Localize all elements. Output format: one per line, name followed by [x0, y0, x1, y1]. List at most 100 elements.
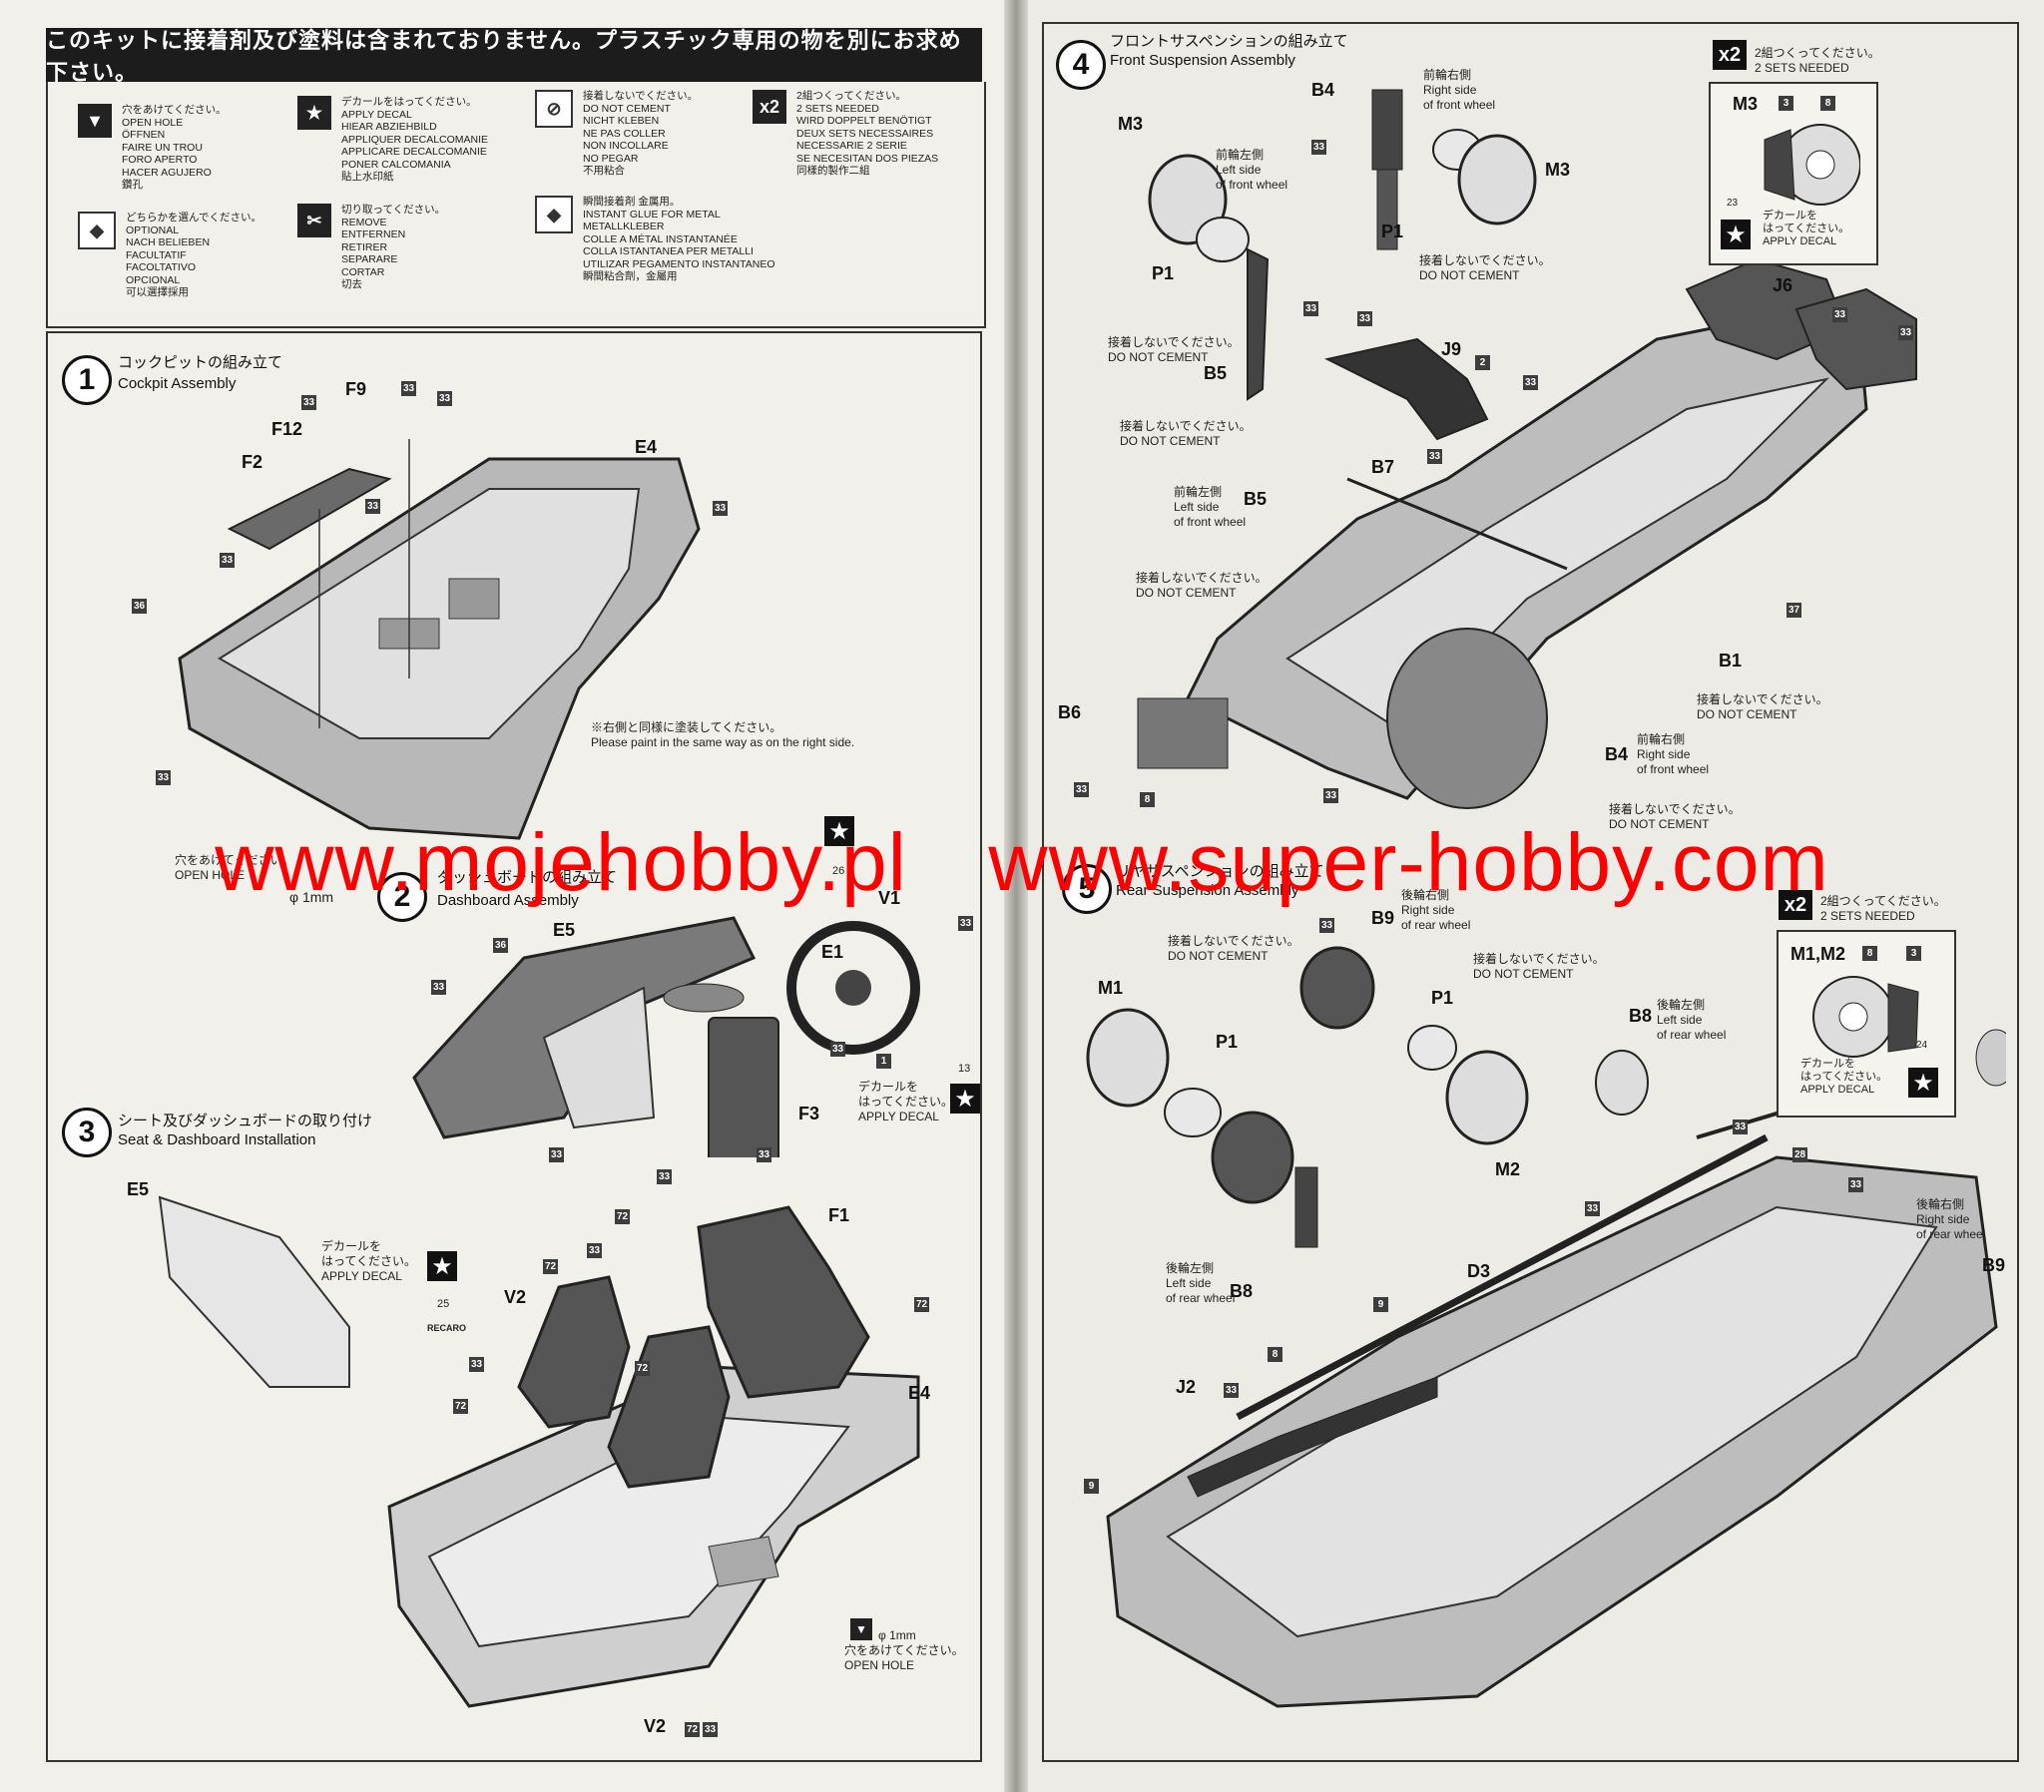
step-1-title-en: Cockpit Assembly	[118, 375, 237, 392]
part-b4-label: B4	[1605, 744, 1629, 764]
color-33-callout: 33	[1848, 1177, 1863, 1192]
color-33-callout: 33	[431, 980, 446, 995]
inset-apply-decal-note: デカールをはってください。APPLY DECAL	[1763, 210, 1850, 247]
color-9-callout: 9	[1373, 1297, 1388, 1312]
open-hole-note: 穴をあけてください。OPEN HOLE	[175, 853, 294, 882]
color-33-callout: 33	[1311, 140, 1326, 155]
brake-disc-drawing	[1764, 124, 1860, 206]
color-33-callout: 33	[301, 395, 316, 410]
part-b6-label: B6	[1058, 702, 1082, 722]
color-72-callout: 72	[453, 1399, 468, 1414]
dashboard-drawing	[412, 916, 920, 1157]
watermark-right: www.super-hobby.com	[988, 817, 1829, 908]
part-d3-label: D3	[1467, 1261, 1491, 1281]
color-33-callout: 33	[1303, 301, 1318, 316]
color-8-callout: 8	[1268, 1347, 1282, 1362]
part-v2-label: V2	[504, 1287, 527, 1307]
color-33-callout: 33	[156, 770, 171, 785]
color-37-callout: 37	[1787, 603, 1801, 618]
part-j2-label: J2	[1176, 1377, 1197, 1397]
step-1-title-jp: コックピットの組み立て	[118, 354, 283, 371]
cockpit-tub-drawing	[178, 439, 701, 840]
front-suspension-drawing	[1137, 89, 1917, 809]
decal-26-callout: 26	[832, 865, 845, 877]
step-4-number: 4	[1056, 40, 1106, 90]
decal-13-callout: 13	[958, 1063, 971, 1075]
optional-icon: ◆	[78, 212, 116, 249]
part-b9-label: B9	[1371, 908, 1395, 928]
part-f9-label: F9	[345, 379, 367, 399]
do-not-cement-note: 接着しないでください。DO NOT CEMENT	[1697, 692, 1828, 721]
drill-icon: ▼	[78, 104, 112, 138]
step-3-title-jp: シート及びダッシュボードの取り付け	[118, 1113, 373, 1129]
do-not-cement-note: 接着しないでください。DO NOT CEMENT	[1168, 934, 1299, 963]
color-3-callout: 3	[1779, 96, 1793, 111]
steps-frame-right	[1042, 22, 2019, 1762]
do-not-cement-note: 接着しないでください。DO NOT CEMENT	[1419, 253, 1551, 282]
cut-icon: ✂	[297, 204, 331, 237]
two-sets-note: 2組つくってください。2 SETS NEEDED	[1820, 894, 1946, 923]
steps-frame-left	[46, 331, 982, 1762]
inset-apply-decal-note: デカールをはってください。APPLY DECAL	[1800, 1058, 1888, 1096]
color-72-callout: 72	[543, 1259, 558, 1274]
decal-24-callout: 24	[1916, 1040, 1928, 1051]
warning-banner: このキットに接着剤及び塗料は含まれておりません。プラスチック専用の物を別にお求め…	[46, 28, 982, 85]
color-33-callout: 33	[1523, 375, 1538, 390]
step-2-number: 2	[377, 872, 427, 922]
color-33-callout: 33	[220, 553, 235, 568]
part-p1-label: P1	[1431, 988, 1454, 1008]
color-28-callout: 28	[1792, 1147, 1807, 1162]
page-gutter	[1004, 0, 1028, 1792]
brake-disc-drawing	[1812, 976, 1919, 1058]
do-not-cement-note: 接着しないでください。DO NOT CEMENT	[1120, 419, 1252, 448]
color-1-callout: 1	[876, 1054, 891, 1069]
part-b9-label: B9	[1982, 1255, 2006, 1275]
rear-suspension-drawing	[1086, 946, 2006, 1708]
star-icon: ★	[1721, 220, 1751, 249]
step-1-number: 1	[62, 355, 112, 405]
color-33-callout: 33	[1832, 307, 1847, 322]
part-e4-label: E4	[635, 437, 658, 457]
color-33-callout: 33	[469, 1357, 484, 1372]
part-f1-label: F1	[828, 1205, 850, 1225]
part-b4-label: B4	[1311, 80, 1335, 100]
star-icon: ★	[824, 816, 854, 846]
part-b7-label: B7	[1371, 457, 1395, 477]
color-33-callout: 33	[1898, 325, 1913, 340]
color-33-callout: 33	[757, 1147, 771, 1162]
step-4-title-en: Front Suspension Assembly	[1110, 52, 1295, 69]
part-e5-label: E5	[127, 1179, 150, 1199]
two-sets-note: 2組つくってください。2 SETS NEEDED	[1755, 46, 1880, 75]
decal-23-callout: 23	[1727, 198, 1739, 209]
color-33-callout: 33	[1427, 449, 1442, 464]
do-not-cement-note: 接着しないでください。DO NOT CEMENT	[1473, 952, 1605, 981]
recaro-decal: RECARO	[427, 1323, 467, 1333]
color-8-callout: 8	[1862, 946, 1877, 961]
part-e4-label: E4	[908, 1383, 931, 1403]
star-icon: ★	[427, 1251, 457, 1281]
color-33-callout: 33	[1323, 788, 1338, 803]
color-8-callout: 8	[1820, 96, 1835, 111]
part-m3-label: M3	[1733, 94, 1759, 114]
color-33-callout: 33	[958, 916, 973, 931]
color-33-callout: 33	[657, 1169, 672, 1184]
glue-icon: ◆	[535, 196, 573, 233]
part-j9-label: J9	[1441, 339, 1462, 359]
color-36-callout: 36	[493, 938, 508, 953]
